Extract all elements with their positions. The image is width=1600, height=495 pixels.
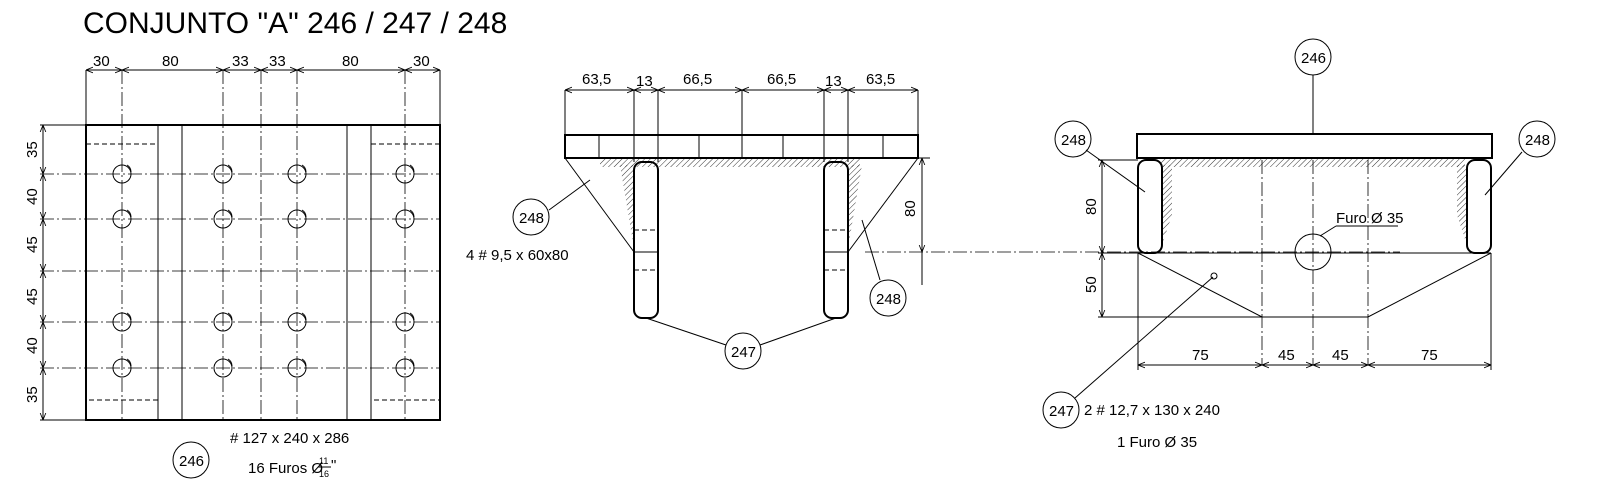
side-bubble-248-right [1518,120,1556,158]
plate-hole [287,358,307,378]
front-bubble-248-right [869,279,907,317]
front-leg-left [633,161,659,319]
plan-view: 30 80 33 33 80 30 35 40 45 45 40 35 # 12… [24,53,441,479]
side-top-plate [1136,133,1493,159]
hole-weld-mark [301,358,307,367]
hole-weld-mark [227,312,233,321]
front-top-dim: 63,5 [582,71,611,88]
side-bubble-248-left-label: 248 [1061,132,1086,149]
plate-hole [112,164,132,184]
side-leg-right [1466,159,1492,254]
plan-top-dim: 30 [413,53,430,70]
plate-hole [213,358,233,378]
plate-hole [213,209,233,229]
plate-hole [112,312,132,332]
side-bottom-dim: 45 [1278,347,1295,364]
holes-inch-mark: " [331,457,336,474]
hole-weld-mark [227,164,233,173]
plan-top-dim: 80 [162,53,179,70]
hole-weld-mark [227,209,233,218]
plan-side-dim: 40 [24,188,41,205]
front-bubble-247-label: 247 [731,344,756,361]
part-bubble-246-label: 246 [179,453,204,470]
plan-side-dim: 35 [24,141,41,158]
plate-hole [112,209,132,229]
side-hole-note: 1 Furo Ø 35 [1117,434,1197,451]
side-bubble-246 [1294,38,1332,76]
plate-hole [213,164,233,184]
plan-side-dim: 45 [24,236,41,253]
hole-weld-mark [409,358,415,367]
plate-hole [395,358,415,378]
front-top-dim: 13 [825,73,842,90]
hole-weld-mark [126,209,132,218]
plate-hole [287,312,307,332]
plate-hole [395,312,415,332]
drawing-title: CONJUNTO "A" 246 / 247 / 248 [83,7,507,40]
side-plate-note: 2 # 12,7 x 130 x 240 [1084,402,1220,419]
part-bubble-246 [172,441,210,479]
front-top-dim: 66,5 [767,71,796,88]
side-bottom-dim: 75 [1421,347,1438,364]
side-dim-80: 80 [1083,198,1100,215]
hole-pattern [112,164,415,378]
plate-hole [395,209,415,229]
side-hole-label: Furo Ø 35 [1336,210,1404,227]
hole-weld-mark [126,358,132,367]
hole-weld-mark [301,164,307,173]
side-bubble-248-right-label: 248 [1525,132,1550,149]
plan-top-dim: 30 [93,53,110,70]
hole-weld-mark [126,164,132,173]
front-top-dim: 13 [636,73,653,90]
plate-hole [287,209,307,229]
side-leg-left [1137,159,1163,254]
holes-fraction-num: 11 [319,456,328,466]
side-bubble-246-label: 246 [1301,50,1326,67]
front-top-dim: 63,5 [866,71,895,88]
plate-hole [287,164,307,184]
front-leg-right [823,161,849,319]
plate-hole [112,358,132,378]
front-top-dim: 66,5 [683,71,712,88]
front-view: 63,5 13 66,5 66,5 13 63,5 80 248 4 # 9,5… [466,71,1400,370]
plate-hole [395,164,415,184]
side-bottom-dim: 45 [1332,347,1349,364]
hole-weld-mark [301,312,307,321]
plate-spec-note: # 127 x 240 x 286 [230,430,349,447]
front-bubble-247 [724,332,762,370]
gusset-note: 4 # 9,5 x 60x80 [466,247,569,264]
hole-weld-mark [227,358,233,367]
hole-weld-mark [301,209,307,218]
front-bubble-248-left [512,198,550,236]
plan-top-dim: 33 [269,53,286,70]
holes-fraction-den: 16 [319,469,329,479]
plan-side-dim: 35 [24,386,41,403]
front-bubble-248-right-label: 248 [876,291,901,308]
plate-outline [85,124,441,421]
front-bubble-248-left-label: 248 [519,210,544,227]
side-hole [1294,233,1332,271]
plan-top-dim: 33 [232,53,249,70]
side-bottom-dim: 75 [1192,347,1209,364]
hole-weld-mark [126,312,132,321]
plan-side-dim: 40 [24,337,41,354]
plate-hole [213,312,233,332]
side-bubble-248-left [1054,120,1092,158]
hole-weld-mark [409,164,415,173]
side-view: Furo Ø 35 80 50 75 45 45 75 246 248 248 [1042,38,1556,451]
plan-side-dim: 45 [24,288,41,305]
front-height-dim: 80 [902,200,919,217]
plan-top-dim: 80 [342,53,359,70]
holes-note: 16 Furos Ø [248,460,323,477]
hole-weld-mark [409,312,415,321]
side-bubble-247-label: 247 [1049,403,1074,420]
side-bubble-247 [1042,391,1080,429]
side-dim-50: 50 [1083,276,1100,293]
hole-weld-mark [409,209,415,218]
